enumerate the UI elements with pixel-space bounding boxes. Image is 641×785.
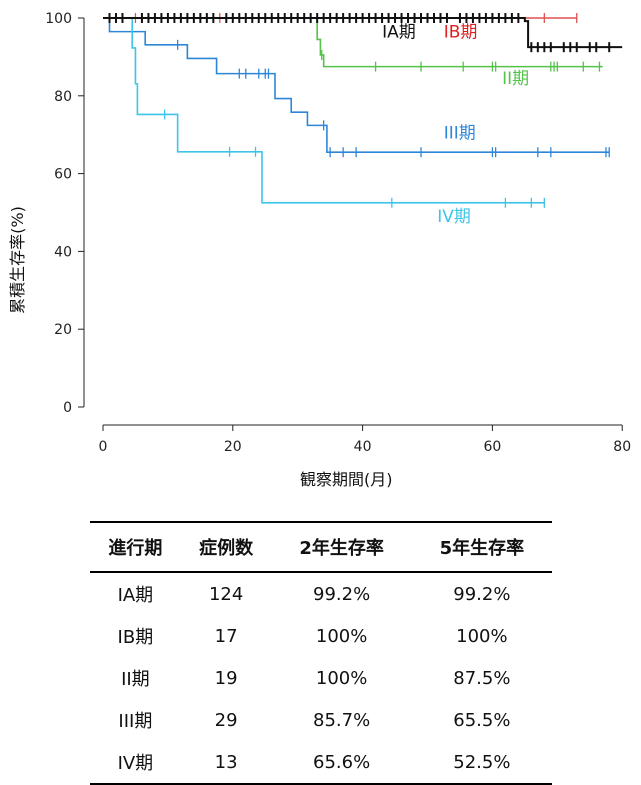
y-axis-label-wrap: 累積生存率(%) [6,206,27,314]
table-row: III期 29 85.7% 65.5% [90,699,552,741]
x-axis-label: 観察期間(月) [300,470,393,489]
x-tick-label: 20 [224,439,242,455]
y-tick-label: 40 [54,244,72,260]
table-cell: IB期 [117,627,154,648]
table-cell: 65.5% [453,709,511,731]
y-tick-label: 20 [54,322,72,338]
series-label: IA期 [382,22,416,42]
table-cell: 13 [180,741,272,785]
table-cell: 19 [214,667,238,689]
x-tick-label: 0 [99,439,108,455]
y-tick-label: 60 [54,167,72,183]
table-row: II期 19 100% 87.5% [90,657,552,699]
series-label: III期 [444,124,476,144]
y-tick-label: 80 [54,89,72,105]
x-tick-label: 80 [613,439,631,455]
table-cell: 99.2% [313,583,371,605]
table-cell: II期 [121,669,150,690]
survival-summary-table: 進行期 症例数 2年生存率 5年生存率 IA期 124 99.2% 99.2% … [90,521,552,785]
table-header-cell: 症例数 [180,521,272,573]
table-cell: IA期 [117,585,154,606]
table-header-cell: 5年生存率 [411,521,552,573]
table-header-cell: 2年生存率 [271,521,412,573]
table-cell: 100% [456,625,508,647]
y-tick-label: 0 [63,400,72,416]
table-cell: 100% [315,625,368,647]
series-label: II期 [502,69,529,89]
y-axis-label: 累積生存率(%) [8,206,27,314]
table-cell: 99.2% [453,583,511,605]
table-cell: 65.6% [271,741,412,785]
table-cell: 85.7% [313,709,371,731]
series-label: IB期 [444,22,478,42]
table-header-row: 進行期 症例数 2年生存率 5年生存率 [90,521,552,573]
table-cell: 52.5% [411,741,552,785]
series-label: IV期 [437,207,471,227]
table-cell: 29 [214,709,238,731]
table-cell: 17 [214,625,238,647]
survival-curve [103,17,610,154]
x-tick-label: 60 [483,439,501,455]
table-cell: III期 [118,711,153,732]
x-tick-label: 40 [354,439,372,455]
table-cell: 87.5% [453,667,511,689]
table-row: IA期 124 99.2% 99.2% [90,572,552,615]
survival-curve [103,17,545,204]
table-cell: 100% [315,667,368,689]
y-tick-label: 100 [45,11,72,27]
table-header-cell: 進行期 [90,521,181,573]
table-row: IB期 17 100% 100% [90,615,552,657]
table-cell: 124 [208,583,244,605]
table-cell: IV期 [90,741,181,785]
table-row: IV期 13 65.6% 52.5% [90,741,552,785]
survival-chart: 0 20 40 60 80 100 0 20 40 60 80 IA期 IB期 II期 III期 IV期 [45,11,631,455]
